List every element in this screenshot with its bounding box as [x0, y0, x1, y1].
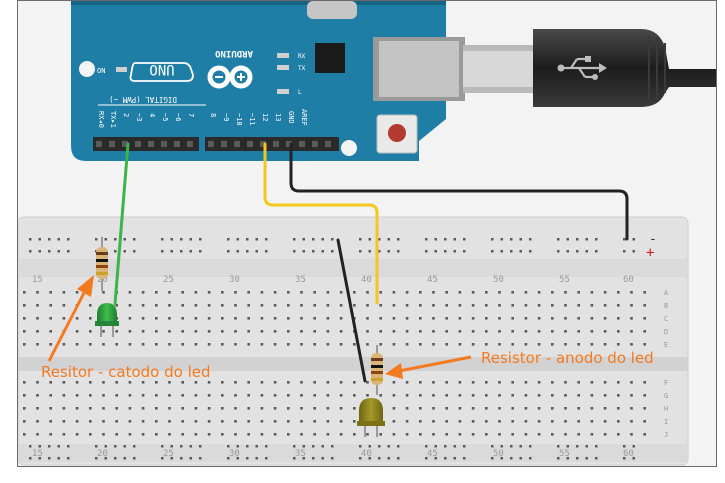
- column-number: 30: [229, 449, 240, 459]
- digital-header-left: [93, 137, 199, 151]
- pin-label: 2: [122, 113, 130, 117]
- black-wire-jumper[interactable]: [336, 238, 367, 383]
- l-label: L: [298, 89, 302, 96]
- resistor-left[interactable]: [96, 237, 108, 291]
- yellow-wire[interactable]: [263, 142, 379, 305]
- column-numbers-bottom: 15 20 25 30 35 40 45 50 55 60: [32, 449, 634, 459]
- row-letter: B: [664, 302, 668, 310]
- row-letter: C: [664, 315, 668, 323]
- yellow-led[interactable]: [357, 398, 385, 437]
- usb-icon: [557, 56, 607, 80]
- row-letter: F: [664, 379, 668, 387]
- resistor-right[interactable]: [371, 345, 383, 395]
- mounting-hole: [79, 61, 95, 77]
- row-letter: H: [664, 405, 668, 413]
- rx-led: [277, 53, 289, 58]
- rail-minus-sign: -: [649, 232, 657, 247]
- on-label: ON: [97, 67, 105, 75]
- annotation-arrow-left: [47, 275, 94, 362]
- wires: [113, 142, 629, 383]
- column-number: 15: [32, 449, 43, 459]
- column-number: 55: [559, 449, 570, 459]
- arduino-board[interactable]: ON UNO ARDUINO RX TX L DIGITAL (PWM ~): [71, 1, 446, 161]
- usb-chip: [315, 43, 345, 73]
- arduino-infinity-logo: [207, 65, 253, 89]
- l-led: [277, 89, 289, 94]
- pin-label: AREF: [300, 109, 308, 126]
- row-letters: A B C D E F G H I J: [664, 289, 669, 439]
- row-letter: I: [664, 418, 668, 426]
- row-letter: J: [664, 431, 668, 439]
- column-number: 35: [295, 275, 306, 285]
- pin-label: GND: [287, 111, 295, 124]
- pin-label: 13: [274, 113, 282, 121]
- pin-labels: RX◂0 TX▸1 2 ~3 4 ~5 ~6 7 8 ~9 ~10 ~11 12…: [97, 109, 308, 128]
- pin-label: ~5: [161, 113, 169, 121]
- column-number: 20: [97, 449, 108, 459]
- row-letter: A: [664, 289, 669, 297]
- column-number: 25: [163, 275, 174, 285]
- column-number: 45: [427, 449, 438, 459]
- column-number: 60: [623, 275, 634, 285]
- uno-logo: UNO: [129, 61, 194, 82]
- row-letter: D: [664, 328, 668, 336]
- pin-label: 4: [148, 113, 156, 117]
- annotation-left-label: Resitor - catodo do led: [41, 363, 210, 381]
- pin-label: ~6: [174, 113, 182, 121]
- column-number: 50: [493, 275, 504, 285]
- column-number: 35: [295, 449, 306, 459]
- pin-label: 7: [187, 113, 195, 117]
- usb-cable[interactable]: [373, 29, 717, 107]
- column-number: 60: [623, 449, 634, 459]
- breadboard: - + 15 20 25 30 35 40 45 50 55 60 15 20 …: [18, 216, 689, 466]
- pin-label: ~3: [135, 113, 143, 121]
- pin-label: 8: [209, 113, 217, 117]
- annotation-right-label: Resistor - anodo do led: [481, 349, 654, 367]
- circuit-canvas[interactable]: - + 15 20 25 30 35 40 45 50 55 60 15 20 …: [17, 0, 717, 467]
- tx-led: [277, 65, 289, 70]
- column-number: 30: [229, 275, 240, 285]
- digital-pwm-label: DIGITAL (PWM ~): [109, 95, 177, 104]
- row-letter: E: [664, 341, 668, 349]
- breadboard-holes: [23, 238, 646, 460]
- uno-text: UNO: [149, 61, 174, 77]
- column-number: 40: [361, 275, 372, 285]
- rail-plus-sign: +: [646, 245, 654, 261]
- annotation-arrow-right: [385, 355, 472, 379]
- arduino-brand: ARDUINO: [214, 48, 253, 58]
- black-wire-gnd[interactable]: [289, 142, 629, 241]
- pin-label: ~10: [235, 113, 243, 126]
- column-number: 25: [163, 449, 174, 459]
- circuit-svg: - + 15 20 25 30 35 40 45 50 55 60 15 20 …: [18, 1, 717, 466]
- pin-label: TX▸1: [109, 111, 117, 128]
- pin-label: ~9: [222, 113, 230, 121]
- column-number: 15: [32, 275, 43, 285]
- power-jack: [307, 1, 357, 19]
- column-number: 45: [427, 275, 438, 285]
- green-wire[interactable]: [113, 142, 130, 306]
- column-number: 50: [493, 449, 504, 459]
- pin-label: ~11: [248, 113, 256, 126]
- row-letter: G: [664, 392, 668, 400]
- on-led: [116, 67, 127, 72]
- pin-label: 12: [261, 113, 269, 121]
- digital-header-right: [205, 137, 339, 151]
- green-led[interactable]: [95, 303, 119, 337]
- pin-label: RX◂0: [97, 111, 105, 128]
- tx-label: TX: [298, 65, 306, 72]
- column-number: 55: [559, 275, 570, 285]
- column-number: 40: [361, 449, 372, 459]
- rx-label: RX: [298, 53, 306, 60]
- mounting-hole: [341, 140, 357, 156]
- reset-button[interactable]: [376, 114, 418, 154]
